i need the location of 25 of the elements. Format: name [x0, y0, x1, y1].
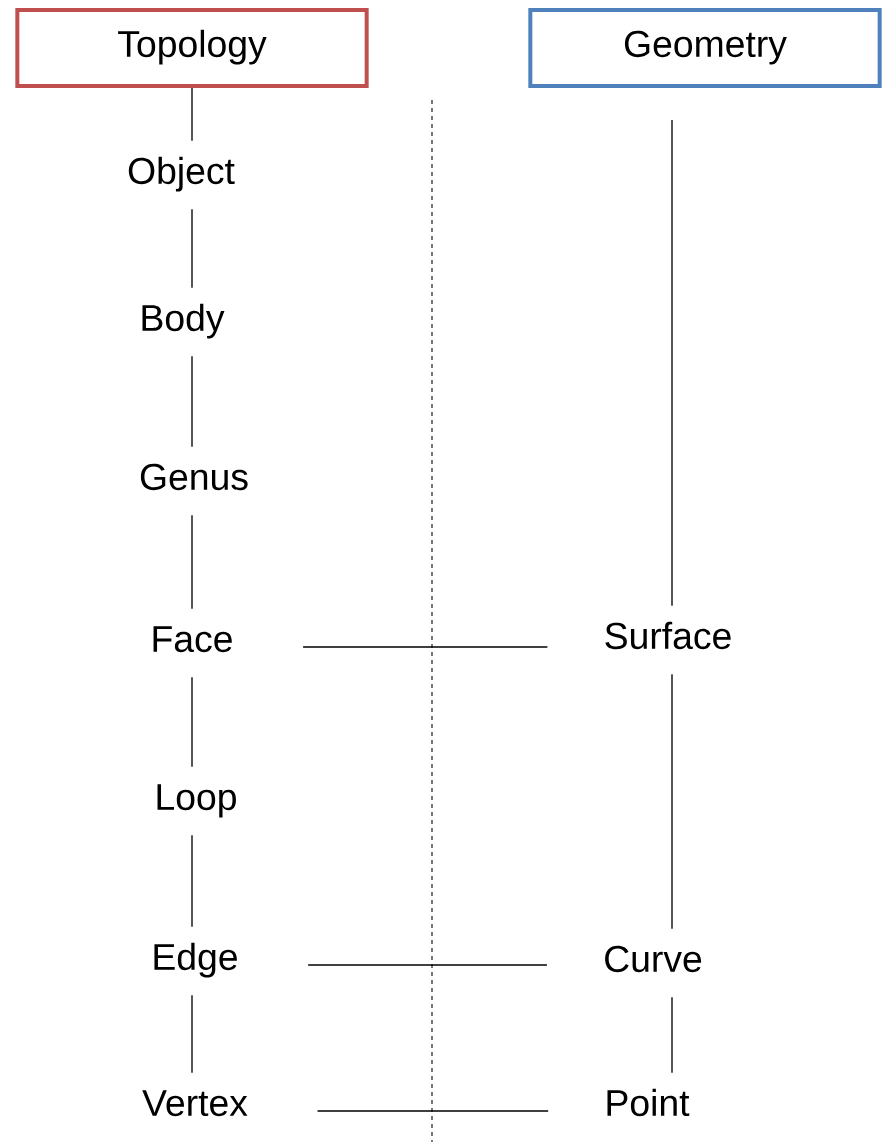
term-label: Edge [154, 942, 237, 978]
connector-line [191, 994, 193, 1074]
connector-line [302, 646, 549, 648]
connector-line [316, 1110, 549, 1112]
heading-box: Topology [15, 8, 369, 88]
connector-line [191, 676, 193, 768]
connector-line [191, 208, 193, 289]
term-label: Surface [605, 621, 731, 650]
connector-line [671, 996, 673, 1074]
connector-line [191, 514, 193, 610]
term-label: Vertex [142, 1090, 248, 1117]
term-label: Object [128, 156, 235, 192]
term-label: Point [607, 1088, 690, 1117]
connector-line [671, 673, 673, 930]
connector-line [191, 834, 193, 928]
term-label: Loop [157, 784, 236, 818]
connector-line [671, 119, 673, 607]
connector-line [191, 355, 193, 448]
term-label: Body [142, 303, 225, 339]
term-label: Face [153, 626, 232, 653]
term-label: Curve [605, 945, 702, 973]
connector-line [191, 87, 193, 142]
term-label: Genus [140, 463, 248, 491]
heading-box: Geometry [528, 8, 882, 88]
connector-line [307, 964, 548, 966]
